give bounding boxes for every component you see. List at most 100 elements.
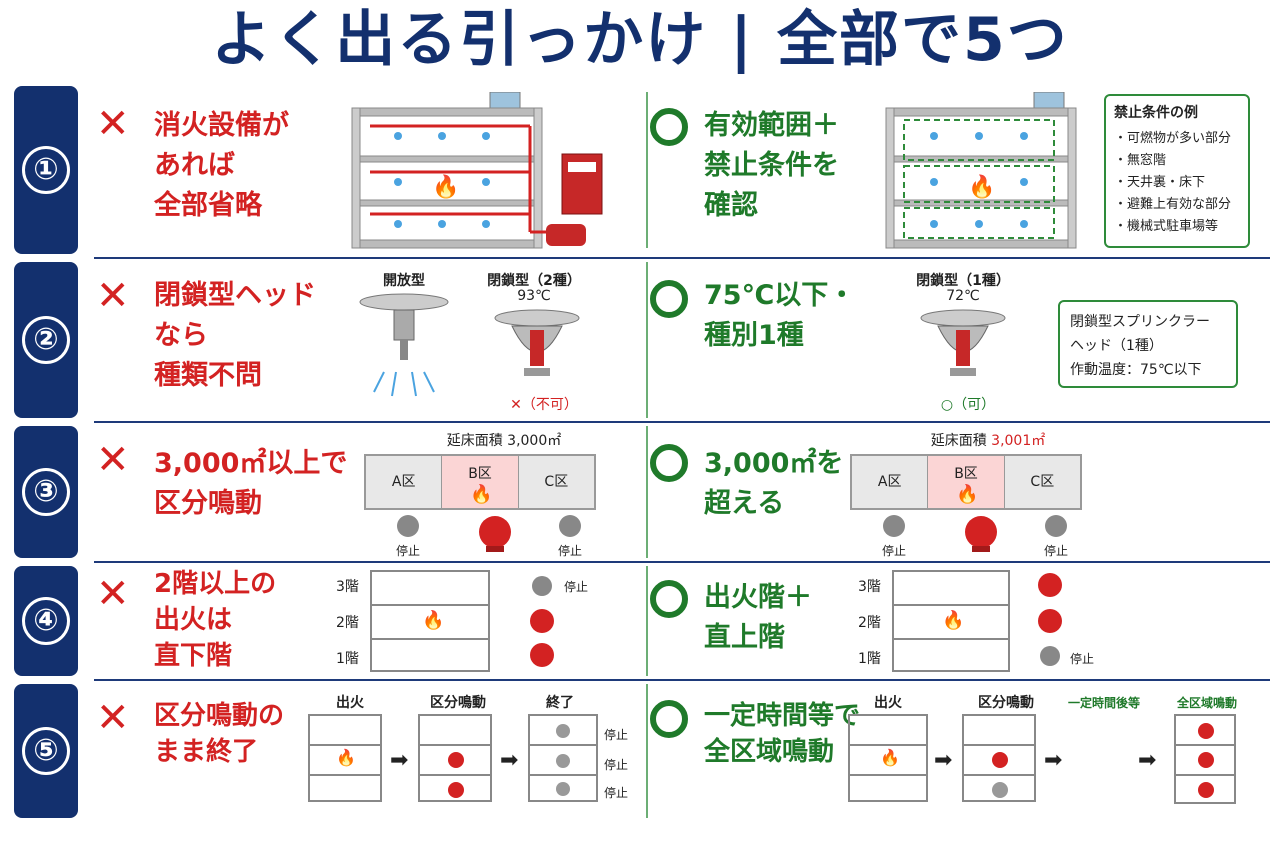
- arrow-right-icon: ➡: [500, 748, 519, 773]
- stop-label: 停止: [558, 544, 583, 558]
- arrow-right-icon: ➡: [390, 748, 409, 773]
- row-2: ② ✕ 閉鎖型ヘッド なら 種類不問 開放型 閉鎖型（2種） 93℃ ✕（不可）…: [14, 262, 1270, 418]
- bell-ringing-icon: [992, 752, 1008, 768]
- row-number: ①: [22, 146, 70, 194]
- row-4: ④ ✕ 2階以上の 出火は 直下階 3階 2階 1階 🔥 停止 出火階＋ 直上階…: [14, 566, 1270, 676]
- arrow-right-icon: ➡: [934, 748, 953, 773]
- stop-label: 停止: [604, 728, 629, 742]
- note-line: 閉鎖型スプリンクラー: [1070, 314, 1210, 330]
- bell-stopped-icon: [1040, 646, 1060, 666]
- floor-diagram: 🔥: [370, 570, 490, 672]
- step-building: 🔥: [848, 714, 928, 802]
- zone-strip: A区 B区 C区: [364, 454, 596, 510]
- row-badge: ①: [14, 86, 78, 254]
- row-separator: [94, 679, 1270, 681]
- stop-label: 停止: [1044, 544, 1069, 558]
- row-separator: [94, 257, 1270, 259]
- bell-stopped-icon: [556, 782, 570, 796]
- floor-label: 1階: [336, 651, 359, 667]
- step-building: [528, 714, 598, 802]
- step-label: 区分鳴動: [978, 695, 1034, 711]
- area-value-over: 3,001㎡: [991, 433, 1046, 449]
- area-value: 3,000㎡: [507, 433, 562, 449]
- bell-ringing-icon: [1198, 782, 1214, 798]
- area-label: 延床面積: [930, 433, 987, 449]
- row-number: ③: [22, 468, 70, 516]
- note-item: ・無窓階: [1114, 153, 1167, 168]
- ng-text: 区分鳴動の まま終了: [154, 701, 285, 767]
- fire-icon: 🔥: [956, 484, 979, 505]
- row-1: ① ✕ 消火設備が あれば 全部省略 🔥 有効範囲＋ 禁止条件を 確認 🔥 禁止…: [14, 86, 1270, 254]
- step-label: 区分鳴動: [430, 695, 486, 711]
- stop-label: 停止: [882, 544, 907, 558]
- bell-ringing-icon: [448, 752, 464, 768]
- bell-stopped-icon: [992, 782, 1008, 798]
- zone-b: B区: [442, 456, 519, 508]
- open-sprinkler-head-icon: [359, 293, 449, 397]
- building-effective-range-illustration: 🔥: [885, 92, 1077, 249]
- closed-1-temp: 72℃: [946, 288, 980, 304]
- floor-label: 3階: [336, 579, 359, 595]
- page-title: よく出る引っかけ | 全部で5つ: [211, 5, 1069, 75]
- fire-icon: 🔥: [470, 484, 493, 505]
- bell-ringing-icon: [965, 516, 997, 552]
- column-divider: [646, 426, 648, 558]
- floor-label: 2階: [858, 615, 881, 631]
- closed-sprinkler-head-2-icon: [494, 309, 580, 376]
- step-label: 出火: [874, 695, 902, 711]
- ok-text: 一定時間等で 全区域鳴動: [704, 701, 861, 767]
- step-building: [1174, 714, 1236, 804]
- bell-stopped-icon: [559, 515, 581, 537]
- arrow-right-icon: ➡: [1044, 748, 1063, 773]
- ng-text: 2階以上の 出火は 直下階: [154, 569, 277, 671]
- building-sprinkler-illustration: 🔥: [351, 92, 603, 249]
- fire-icon: 🔥: [880, 748, 900, 767]
- row-badge: ②: [14, 262, 78, 418]
- floor-label: 2階: [336, 615, 359, 631]
- step-label: 一定時間後等: [1067, 696, 1140, 710]
- ng-text: 閉鎖型ヘッド なら 種類不問: [154, 280, 316, 391]
- note-title: 禁止条件の例: [1114, 105, 1198, 121]
- row-number: ⑤: [22, 727, 70, 775]
- bell-ringing-icon: [448, 782, 464, 798]
- ng-mark-icon: ✕: [96, 101, 130, 147]
- column-divider: [646, 92, 648, 248]
- bell-ringing-icon: [1198, 752, 1214, 768]
- not-allowed-label: ✕（不可）: [510, 397, 578, 413]
- step-building: 🔥: [308, 714, 382, 802]
- row-badge: ④: [14, 566, 78, 676]
- zone-strip: A区 B区 C区: [850, 454, 1082, 510]
- ok-text: 出火階＋ 直上階: [704, 582, 812, 653]
- svg-text:🔥: 🔥: [432, 174, 459, 200]
- svg-text:🔥: 🔥: [968, 174, 995, 200]
- note-item: ・機械式駐車場等: [1114, 219, 1219, 234]
- allowed-label: ○（可）: [940, 397, 996, 413]
- ng-mark-icon: ✕: [96, 695, 130, 741]
- ng-mark-icon: ✕: [96, 437, 130, 483]
- floor-label: 1階: [858, 651, 881, 667]
- row-separator: [94, 421, 1270, 423]
- floor-label: 3階: [858, 579, 881, 595]
- note-line: 作動温度：75℃以下: [1070, 362, 1202, 378]
- row-separator: [94, 561, 1270, 563]
- spec-note: 閉鎖型スプリンクラー ヘッド（1種） 作動温度：75℃以下: [1058, 300, 1238, 388]
- stop-label: 停止: [604, 758, 629, 772]
- step-building: [418, 714, 492, 802]
- row-number: ④: [22, 597, 70, 645]
- area-heading: 延床面積 3,000㎡: [414, 430, 594, 450]
- row-badge: ⑤: [14, 684, 78, 818]
- bell-ringing-icon: [1198, 723, 1214, 739]
- note-item: ・避難上有効な部分: [1114, 197, 1232, 212]
- ok-text: 75℃以下・ 種別1種: [704, 280, 856, 351]
- ok-mark-icon: [650, 700, 688, 738]
- zone-b: B区: [928, 456, 1005, 508]
- step-label: 出火: [336, 695, 364, 711]
- bell-stopped-icon: [556, 724, 570, 738]
- column-divider: [646, 262, 648, 418]
- closed-sprinkler-head-1-icon: [920, 309, 1006, 376]
- stop-label: 停止: [1070, 652, 1095, 666]
- arrow-right-icon: ➡: [1138, 748, 1157, 773]
- bell-stopped-icon: [397, 515, 419, 537]
- ok-mark-icon: [650, 108, 688, 146]
- step-building: [962, 714, 1036, 802]
